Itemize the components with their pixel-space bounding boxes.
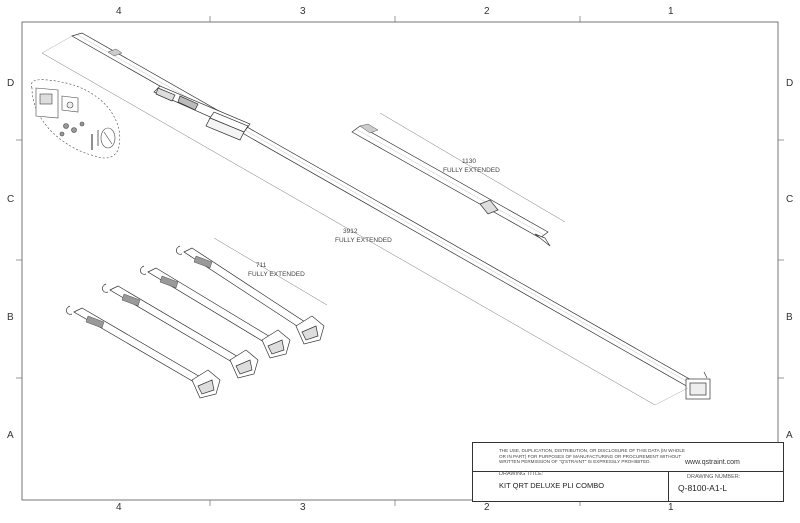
dim-shoulder-belt-value: 1130	[462, 158, 476, 165]
retractor-strap-2	[140, 265, 291, 359]
zone-bottom-1: 1	[668, 502, 674, 513]
retractor-strap-4	[66, 305, 221, 399]
retractor-strap-3	[102, 283, 259, 379]
retractor-strap-1	[176, 245, 325, 345]
zone-left-a: A	[7, 430, 14, 441]
long-strap-assembly	[71, 32, 711, 400]
title-block-divider	[473, 471, 783, 472]
title-block-notice: THE USE, DUPLICATION, DISTRIBUTION, OR D…	[499, 448, 685, 465]
zone-left-b: B	[7, 312, 14, 323]
dim-shoulder-belt-note: FULLY EXTENDED	[443, 167, 500, 174]
drawing-number-label: DRAWING NUMBER:	[687, 474, 741, 480]
zone-right-b: B	[786, 312, 793, 323]
dim-shoulder-belt: 1130 FULLY EXTENDED	[379, 112, 566, 223]
zone-top-1: 1	[668, 6, 674, 17]
dim-retractor-strap-note: FULLY EXTENDED	[248, 271, 305, 278]
zone-right-c: C	[786, 194, 794, 205]
website-link[interactable]: www.qstraint.com	[685, 459, 740, 466]
zone-left-c: C	[7, 194, 15, 205]
zone-right-a: A	[786, 430, 793, 441]
zone-top-4: 4	[116, 6, 122, 17]
drawing-title-label: DRAWING TITLE:	[499, 471, 544, 477]
dim-long-strap-note: FULLY EXTENDED	[335, 237, 392, 244]
title-block: THE USE, DUPLICATION, DISTRIBUTION, OR D…	[472, 442, 784, 502]
sheet-border	[21, 21, 779, 501]
drawing-title: KIT QRT DELUXE PLI COMBO	[499, 481, 605, 490]
accessory-kit-detail	[31, 79, 121, 159]
zone-ticks	[16, 16, 784, 506]
title-block-vdivider	[668, 471, 669, 501]
zone-bottom-4: 4	[116, 502, 122, 513]
zone-bottom-3: 3	[300, 502, 306, 513]
shoulder-belt-assembly	[351, 123, 551, 247]
dim-long-strap: 3912 FULLY EXTENDED	[41, 35, 689, 406]
zone-right-d: D	[786, 78, 794, 89]
zone-left-d: D	[7, 78, 15, 89]
zone-top-2: 2	[484, 6, 490, 17]
drawing-number: Q-8100-A1-L	[678, 483, 728, 493]
dim-retractor-strap-value: 711	[256, 262, 267, 269]
zone-top-3: 3	[300, 6, 306, 17]
dim-long-strap-value: 3912	[343, 228, 358, 235]
dim-retractor-strap: 711 FULLY EXTENDED	[213, 237, 328, 306]
zone-bottom-2: 2	[484, 502, 490, 513]
